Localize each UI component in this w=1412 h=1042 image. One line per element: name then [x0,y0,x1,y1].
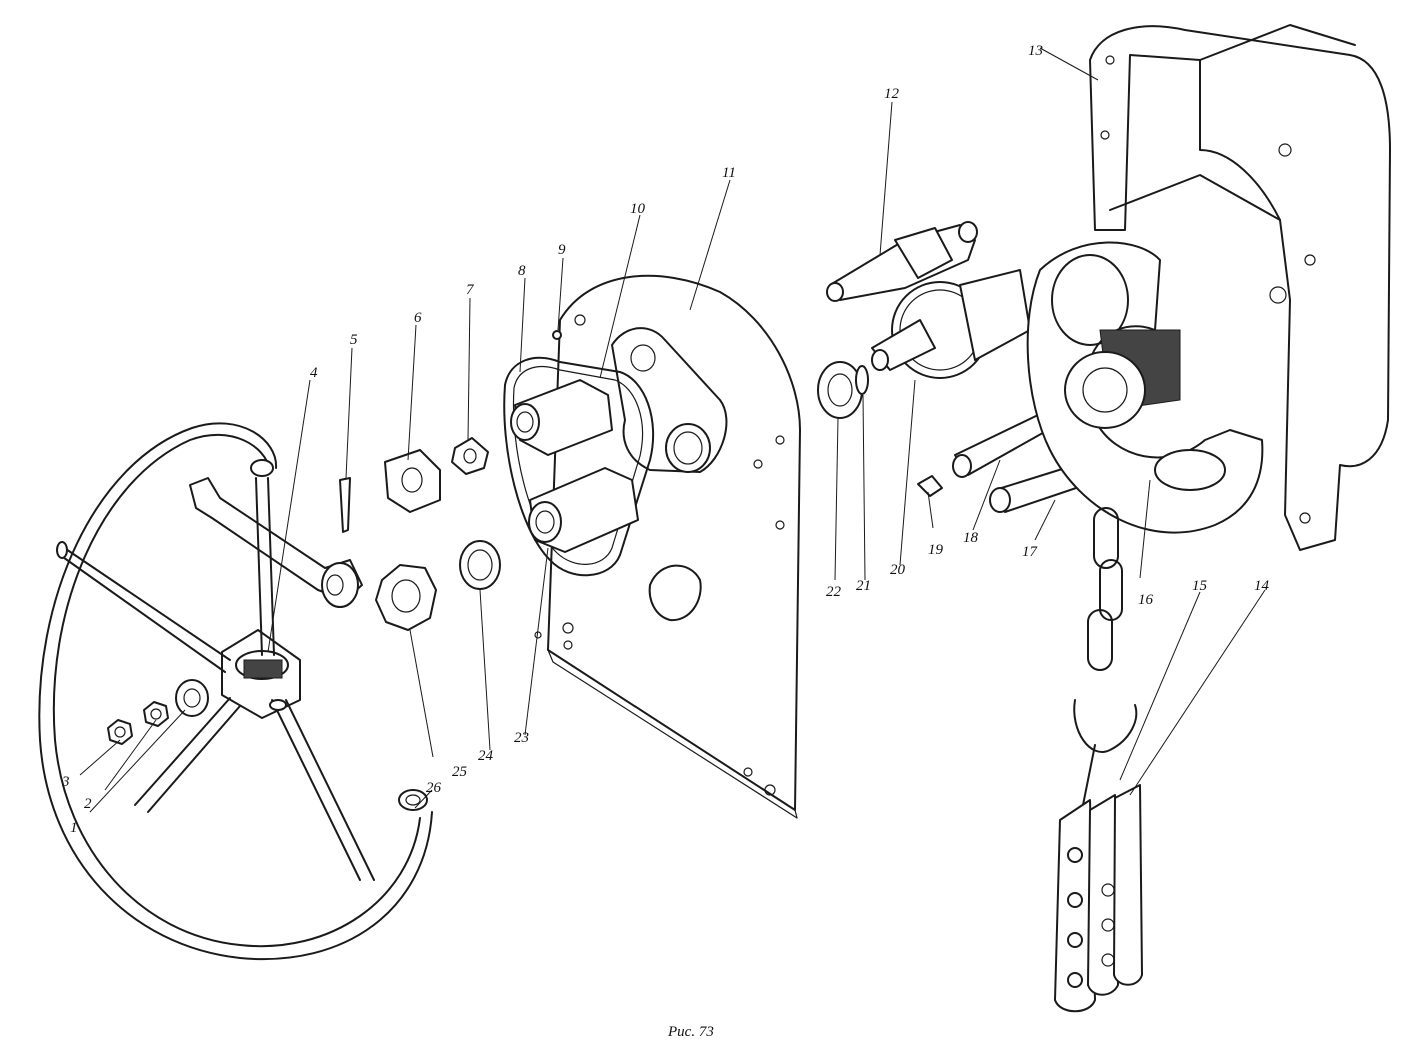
link-plates-14 [1054,784,1143,1013]
bushing-21 [855,365,869,395]
handwheel [38,422,433,961]
callout-17: 17 [1022,544,1039,560]
ring-22 [817,361,863,419]
split-bushing-6 [384,449,441,513]
sleeve-10 [510,379,613,456]
callout-labels: 1 2 3 4 5 6 7 8 9 10 11 12 13 14 15 16 1… [61,43,1270,836]
callout-13: 13 [1028,43,1043,59]
figure-caption: Рис. 73 [667,1024,714,1040]
callout-11: 11 [722,165,736,181]
callout-1: 1 [70,820,78,836]
callout-9: 9 [558,242,566,258]
callout-3: 3 [61,774,70,790]
callout-2: 2 [84,796,92,812]
callout-8: 8 [518,263,526,279]
nut-25 [375,564,437,631]
gasket-8 [503,356,655,577]
callout-24: 24 [478,748,494,764]
callout-15: 15 [1192,578,1208,594]
gear-20 [871,269,1031,379]
callout-10: 10 [630,201,646,217]
callout-21: 21 [856,578,871,594]
callout-25: 25 [452,764,468,780]
callout-5: 5 [350,332,358,348]
callout-18: 18 [963,530,979,546]
gear-shaft-12 [826,221,978,302]
callout-7: 7 [466,282,475,298]
nut-2 [143,701,169,727]
grease-fitting-19 [917,475,943,497]
split-ring-7 [451,437,489,475]
washer-1 [175,679,209,717]
screw-9 [552,330,562,340]
nut-3 [107,719,133,745]
chain [1087,507,1123,671]
pin-17 [989,464,1086,513]
callout-23: 23 [514,730,529,746]
leader-lines [79,47,1266,813]
ring-24 [459,540,501,590]
gear-sector-16 [1026,241,1264,534]
callout-19: 19 [928,542,944,558]
callout-26: 26 [426,780,442,796]
pin-18 [952,414,1049,478]
housing-13 [1089,24,1391,551]
cover-plate-11 [534,274,801,819]
callout-16: 16 [1138,592,1154,608]
pin-5 [339,477,351,533]
callout-14: 14 [1254,578,1270,594]
hook-15 [1073,699,1138,811]
callout-4: 4 [310,365,318,381]
callout-20: 20 [890,562,906,578]
callout-6: 6 [414,310,422,326]
callout-12: 12 [884,86,900,102]
sleeve-23 [528,467,639,553]
callout-22: 22 [826,584,842,600]
